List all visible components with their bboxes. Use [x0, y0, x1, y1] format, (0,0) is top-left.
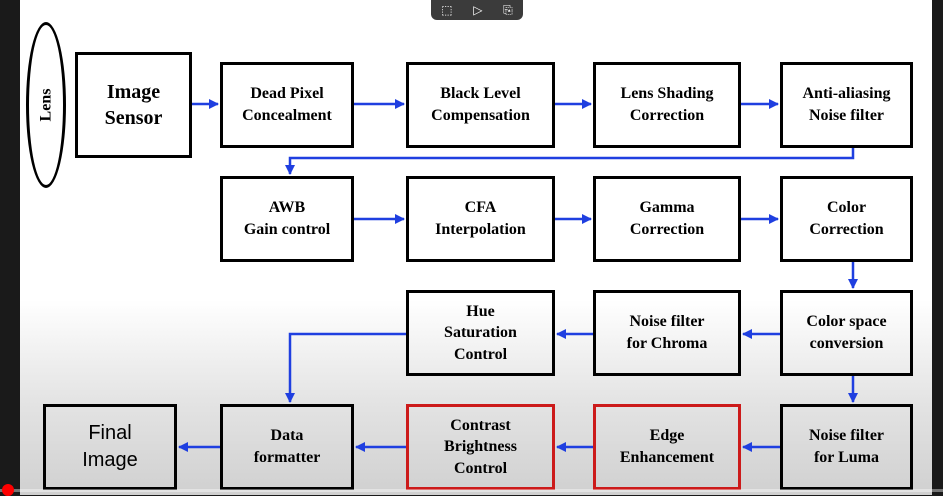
block-data-formatter: Data formatter — [220, 404, 354, 490]
block-image-sensor: Image Sensor — [75, 52, 192, 158]
block-noise-chroma: Noise filter for Chroma — [593, 290, 741, 376]
block-noise-luma: Noise filter for Luma — [780, 404, 913, 490]
block-black-level: Black Level Compensation — [406, 62, 555, 148]
arrow-anti-aliasing-to-awb — [285, 148, 855, 175]
block-color-correction: Color Correction — [780, 176, 913, 262]
crop-icon[interactable]: ⬚ — [441, 3, 453, 17]
block-anti-aliasing: Anti-aliasing Noise filter — [780, 62, 913, 148]
share-doc-icon[interactable]: ⎘ — [503, 3, 513, 17]
progress-scrubber-handle[interactable] — [2, 484, 14, 496]
block-cfa: CFA Interpolation — [406, 176, 555, 262]
block-hue-saturation: Hue Saturation Control — [406, 290, 555, 376]
arrow-hue-to-data-formatter — [285, 332, 406, 403]
block-edge-enhancement: Edge Enhancement — [593, 404, 741, 490]
player-toolbar: ⬚ ▷ ⎘ — [431, 0, 523, 20]
block-contrast-brightness: Contrast Brightness Control — [406, 404, 555, 490]
block-dead-pixel: Dead Pixel Concealment — [220, 62, 354, 148]
block-color-space: Color space conversion — [780, 290, 913, 376]
block-gamma: Gamma Correction — [593, 176, 741, 262]
video-sparkle-icon[interactable]: ▷ — [473, 3, 483, 17]
block-awb: AWB Gain control — [220, 176, 354, 262]
lens-ellipse: Lens — [26, 22, 66, 188]
block-lens-shading: Lens Shading Correction — [593, 62, 741, 148]
block-final-image: Final Image — [43, 404, 177, 490]
video-progress-bar[interactable] — [0, 489, 943, 492]
